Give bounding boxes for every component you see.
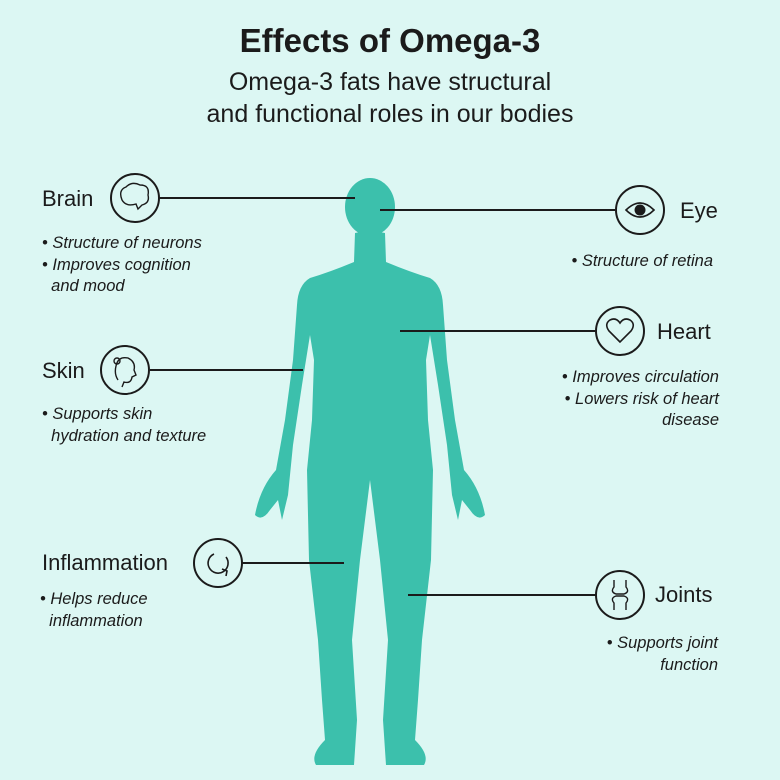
brain-description: • Structure of neurons • Improves cogniti… — [42, 233, 202, 298]
subtitle: Omega-3 fats have structural and function… — [0, 66, 780, 130]
subtitle-line: and functional roles in our bodies — [206, 100, 574, 128]
desc-line: hydration and texture — [42, 426, 207, 445]
desc-line: • Structure of neurons — [42, 234, 202, 252]
human-silhouette — [255, 178, 485, 765]
heart-label: Heart — [657, 319, 711, 344]
desc-line: • Supports skin — [42, 405, 153, 423]
inflammation-description: • Helps reduce inflammation — [40, 589, 148, 632]
eye-label: Eye — [680, 198, 718, 223]
page-title: Effects of Omega-3 — [239, 22, 541, 59]
eye-icon — [615, 185, 665, 235]
skin-description: • Supports skin hydration and texture — [42, 404, 206, 447]
desc-line: • Helps reduce — [40, 590, 148, 608]
inflammation-label: Inflammation — [42, 550, 168, 575]
skin-label: Skin — [42, 358, 85, 383]
desc-line: disease — [662, 411, 719, 429]
desc-line: function — [660, 655, 718, 674]
brain-icon — [110, 173, 160, 223]
desc-line: • Structure of retina — [571, 252, 713, 270]
joint-icon — [595, 570, 645, 620]
heart-description: • Improves circulation • Lowers risk of h… — [562, 367, 719, 432]
desc-line: • Improves circulation — [561, 368, 719, 386]
desc-line: and mood — [42, 277, 125, 295]
desc-line: inflammation — [40, 611, 143, 630]
circular-arrow-icon — [193, 538, 243, 588]
face-icon — [100, 345, 150, 395]
desc-line: • Supports joint — [606, 634, 718, 652]
joints-label: Joints — [655, 582, 713, 607]
brain-label: Brain — [42, 186, 94, 211]
joints-description: • Supports joint function — [607, 633, 718, 676]
desc-line: • Lowers risk of heart — [564, 389, 719, 408]
heart-icon — [595, 306, 645, 356]
desc-line: • Improves cognition — [42, 255, 191, 274]
subtitle-line: Omega-3 fats have structural — [228, 68, 552, 96]
eye-description: • Structure of retina — [571, 251, 713, 273]
